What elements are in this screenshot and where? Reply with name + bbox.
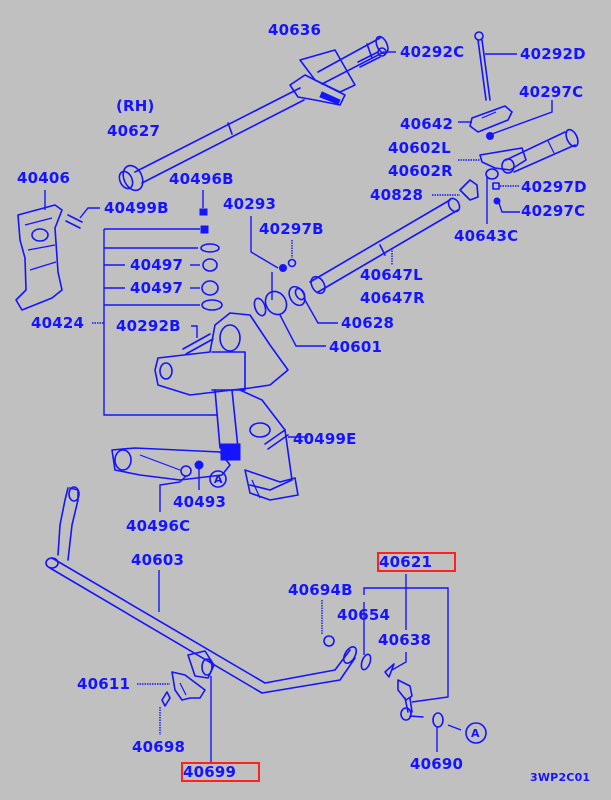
bushing-40828 bbox=[432, 179, 479, 201]
bushing-40628 bbox=[288, 285, 338, 324]
part-label-40297C-mid[interactable]: 40297C bbox=[521, 202, 586, 220]
nut-40297C-top bbox=[486, 100, 553, 140]
part-label-40297B[interactable]: 40297B bbox=[259, 220, 324, 238]
nut-40293 bbox=[250, 216, 287, 300]
side-note-rh: (RH) bbox=[116, 97, 155, 115]
part-label-40497-b[interactable]: 40497 bbox=[130, 279, 184, 297]
part-label-40643C[interactable]: 40643C bbox=[454, 227, 519, 245]
part-label-40297D[interactable]: 40297D bbox=[521, 178, 587, 196]
part-label-40621[interactable]: 40621 bbox=[376, 552, 457, 572]
trailing-rod-lower-40647 bbox=[309, 197, 461, 295]
bolt-40292C bbox=[357, 47, 396, 68]
part-label-40694B[interactable]: 40694B bbox=[288, 581, 353, 599]
part-label-40293[interactable]: 40293 bbox=[223, 195, 277, 213]
part-label-40647R[interactable]: 40647R bbox=[360, 289, 425, 307]
part-label-40654[interactable]: 40654 bbox=[337, 606, 391, 624]
part-label-40627[interactable]: 40627 bbox=[107, 122, 161, 140]
part-label-40292C[interactable]: 40292C bbox=[400, 43, 465, 61]
part-label-40699[interactable]: 40699 bbox=[180, 762, 261, 782]
part-label-40690[interactable]: 40690 bbox=[410, 755, 464, 773]
part-label-40292D[interactable]: 40292D bbox=[520, 45, 586, 63]
washer-40297D bbox=[492, 182, 520, 190]
bracket-40406 bbox=[15, 190, 63, 311]
part-label-40292B[interactable]: 40292B bbox=[116, 317, 181, 335]
reference-marker-text: A bbox=[214, 473, 223, 486]
stabilizer-bar-40603 bbox=[45, 486, 358, 694]
clamp-40611 bbox=[137, 671, 206, 701]
part-label-40698[interactable]: 40698 bbox=[132, 738, 186, 756]
nut-40694B bbox=[321, 600, 335, 647]
stabilizer-link-40621 bbox=[360, 574, 449, 721]
part-label-40493[interactable]: 40493 bbox=[173, 493, 227, 511]
part-label-40642[interactable]: 40642 bbox=[400, 115, 454, 133]
part-label-40424[interactable]: 40424 bbox=[31, 314, 85, 332]
reference-marker-text: A bbox=[471, 727, 480, 740]
part-label-40497-a[interactable]: 40497 bbox=[130, 256, 184, 274]
bushing-40601 bbox=[253, 290, 326, 347]
part-label-40499E[interactable]: 40499E bbox=[293, 430, 357, 448]
drawing-code: 3WP2C01 bbox=[530, 771, 591, 784]
part-label-40647L[interactable]: 40647L bbox=[360, 266, 423, 284]
reference-A-link: A bbox=[465, 722, 487, 744]
part-label-40496B[interactable]: 40496B bbox=[169, 170, 234, 188]
part-label-40406[interactable]: 40406 bbox=[17, 169, 71, 187]
part-label-40603[interactable]: 40603 bbox=[131, 551, 185, 569]
part-label-40602R[interactable]: 40602R bbox=[388, 162, 453, 180]
part-label-40828[interactable]: 40828 bbox=[370, 186, 424, 204]
long-bolt-40292D bbox=[474, 31, 517, 101]
pad-40642 bbox=[458, 105, 513, 133]
part-label-40638[interactable]: 40638 bbox=[378, 631, 432, 649]
part-label-40636[interactable]: 40636 bbox=[268, 21, 322, 39]
part-label-40602L[interactable]: 40602L bbox=[388, 139, 451, 157]
bracket-40424 bbox=[92, 228, 218, 416]
nut-40297C-mid bbox=[493, 197, 520, 213]
part-label-40601[interactable]: 40601 bbox=[329, 338, 383, 356]
part-label-40297C-top[interactable]: 40297C bbox=[519, 83, 584, 101]
washers-stack bbox=[190, 190, 223, 311]
bracket-40602 bbox=[458, 128, 579, 180]
bushing-40699 bbox=[187, 650, 215, 763]
part-label-40611[interactable]: 40611 bbox=[77, 675, 131, 693]
reference-A-knuckle: A bbox=[209, 470, 227, 488]
washer-40297B bbox=[287, 240, 297, 268]
nut-40690 bbox=[432, 712, 462, 752]
trailing-rod-upper bbox=[118, 35, 389, 192]
bolt-40698 bbox=[159, 691, 171, 735]
part-label-40628[interactable]: 40628 bbox=[341, 314, 395, 332]
bolt-40499B bbox=[65, 207, 100, 229]
shock-knuckle-assembly bbox=[111, 312, 308, 512]
part-label-40499B[interactable]: 40499B bbox=[104, 199, 169, 217]
part-label-40496C[interactable]: 40496C bbox=[126, 517, 191, 535]
